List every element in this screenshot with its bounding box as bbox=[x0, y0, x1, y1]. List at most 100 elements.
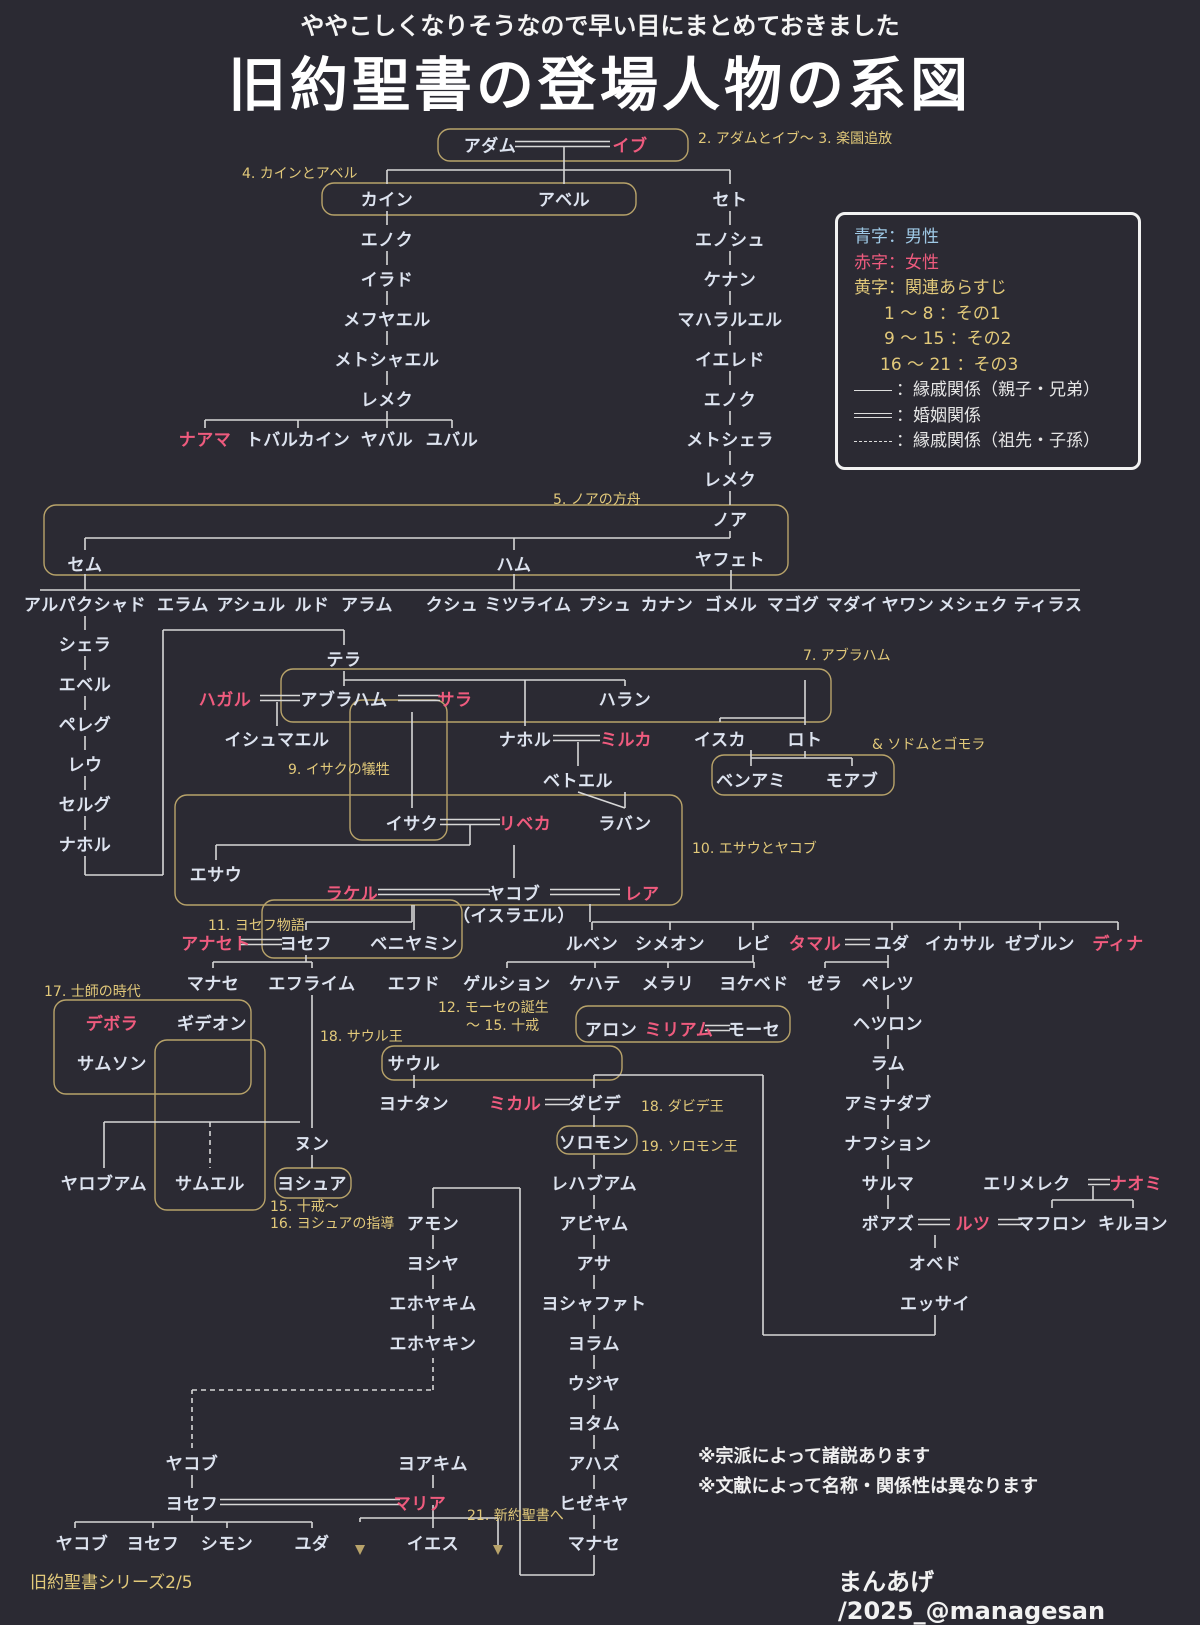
person-javan: ヤワン bbox=[881, 595, 935, 616]
kin-line bbox=[577, 791, 626, 809]
person-jochebed: ヨケベド bbox=[719, 974, 789, 995]
person-tubalcain: トバルカイン bbox=[245, 430, 351, 451]
person-joachim: ヨアキム bbox=[398, 1454, 468, 1475]
episode-box-noah bbox=[43, 504, 789, 576]
person-deborah: デボラ bbox=[85, 1014, 139, 1035]
person-lamech1: レメク bbox=[360, 390, 414, 411]
episode-label: 18. ダビデ王 bbox=[641, 1099, 724, 1115]
person-samuel: サムエル bbox=[175, 1174, 245, 1195]
person-zebulun: ゼブルン bbox=[1005, 934, 1075, 955]
person-lud: ルド bbox=[294, 595, 330, 616]
person-reu: レウ bbox=[67, 755, 103, 776]
episode-box-sodom bbox=[711, 754, 895, 796]
person-benjamin: ベニヤミン bbox=[370, 934, 458, 955]
person-haran: ハラン bbox=[598, 690, 652, 711]
person-magog: マゴグ bbox=[766, 595, 820, 616]
person-moab: モアブ bbox=[825, 771, 879, 792]
episode-box-adam-eve bbox=[437, 128, 689, 162]
episode-label: 12. モーセの誕生 bbox=[438, 1000, 549, 1016]
person-abraham: アブラハム bbox=[300, 690, 388, 711]
legend-female: 赤字：女性 bbox=[854, 252, 939, 273]
person-perez: ペレツ bbox=[861, 974, 915, 995]
episode-box-esau-jacob bbox=[174, 794, 683, 906]
person-kenan: ケナン bbox=[703, 270, 757, 291]
note-sources: ※文献によって名称・関係性は異なります bbox=[698, 1476, 1039, 1497]
person-jared: イエレド bbox=[695, 350, 765, 371]
person-peleg: ペレグ bbox=[58, 715, 112, 736]
person-joseph2: ヨセフ bbox=[165, 1494, 219, 1515]
person-jehoiachin: エホヤキン bbox=[389, 1334, 477, 1355]
episode-box-solomon bbox=[556, 1125, 638, 1155]
episode-box-cain-abel bbox=[321, 182, 637, 216]
person-jacob: ヤコブ bbox=[487, 884, 541, 905]
episode-box-joshua bbox=[274, 1167, 352, 1199]
person-simon: シモン bbox=[200, 1534, 254, 1555]
person-gomer: ゴメル bbox=[704, 595, 758, 616]
legend-part2: 9 ～ 15 ：その2 bbox=[884, 329, 1012, 349]
person-japheth: ヤフェト bbox=[695, 550, 765, 571]
episode-label: 17. 士師の時代 bbox=[44, 984, 141, 1000]
person-iscah: イスカ bbox=[694, 730, 746, 751]
episode-box-judges bbox=[53, 999, 252, 1095]
person-hezron: ヘツロン bbox=[853, 1014, 923, 1035]
legend-synopsis: 黄字：関連あらすじ bbox=[854, 278, 1007, 298]
person-elam: エラム bbox=[157, 595, 209, 616]
arrow-icon bbox=[493, 1545, 503, 1555]
episode-label: ～ 15. 十戒 bbox=[466, 1018, 540, 1034]
person-asa: アサ bbox=[576, 1254, 612, 1275]
episode-label: 11. ヨセフ物語 bbox=[208, 918, 305, 934]
person-milcah: ミルカ bbox=[600, 730, 652, 751]
person-tamar: タマル bbox=[788, 934, 842, 955]
person-ephraim: エフライム bbox=[268, 974, 356, 995]
person-joram: ヨラム bbox=[568, 1334, 620, 1355]
person-judah: ユダ bbox=[874, 934, 910, 955]
person-jehoshaphat: ヨシャファト bbox=[541, 1294, 647, 1315]
person-irad: イラド bbox=[360, 270, 414, 291]
person-joseph: ヨセフ bbox=[279, 934, 333, 955]
episode-box-saul bbox=[381, 1045, 623, 1081]
person-nahor2: ナホル bbox=[498, 730, 552, 751]
episode-label: 7. アブラハム bbox=[803, 648, 891, 664]
person-naomi: ナオミ bbox=[1109, 1174, 1163, 1195]
person-jesse: エッサイ bbox=[900, 1294, 970, 1315]
person-ahaz: アハズ bbox=[568, 1454, 620, 1475]
episode-label: & ソドムとゴモラ bbox=[872, 737, 986, 753]
person-judas: ユダ bbox=[294, 1534, 330, 1555]
person-samson: サムソン bbox=[77, 1054, 147, 1075]
person-chilion: キルヨン bbox=[1098, 1214, 1168, 1235]
person-uzziah: ウジヤ bbox=[567, 1374, 621, 1395]
person-solomon: ソロモン bbox=[559, 1133, 629, 1154]
person-jehoiakim: エホヤキム bbox=[389, 1294, 477, 1315]
person-lamech2: レメク bbox=[703, 470, 757, 491]
person-adam: アダム bbox=[463, 136, 517, 157]
person-jabal: ヤバル bbox=[360, 430, 414, 451]
person-terah: テラ bbox=[326, 650, 362, 671]
episode-label: 4. カインとアベル bbox=[242, 166, 358, 182]
person-eve: イブ bbox=[612, 136, 648, 157]
person-manasseh1: マナセ bbox=[186, 974, 240, 995]
person-benammi: ベンアミ bbox=[716, 771, 786, 792]
person-aram: アラム bbox=[341, 595, 393, 616]
person-dinah: ディナ bbox=[1092, 934, 1144, 955]
person-enosh: エノシュ bbox=[695, 230, 765, 251]
person-manasseh2: マナセ bbox=[567, 1534, 621, 1555]
person-zerah: ゼラ bbox=[807, 974, 843, 995]
person-levi: レビ bbox=[735, 934, 771, 955]
person-ram: ラム bbox=[870, 1054, 906, 1075]
person-gideon: ギデオン bbox=[177, 1014, 247, 1035]
episode-box-moses bbox=[575, 1005, 791, 1043]
person-reuben: ルベン bbox=[565, 934, 619, 955]
series-label: 旧約聖書シリーズ2/5 bbox=[30, 1573, 193, 1593]
person-merari: メラリ bbox=[641, 974, 695, 995]
person-put: プシュ bbox=[578, 595, 632, 616]
person-bethuel: ベトエル bbox=[543, 771, 613, 792]
page-title: 旧約聖書の登場人物の系図 bbox=[227, 51, 972, 119]
person-kohath: ケハテ bbox=[569, 974, 621, 995]
person-mary: マリア bbox=[393, 1494, 447, 1515]
person-serug: セルグ bbox=[58, 795, 112, 816]
arrow-icon bbox=[355, 1545, 365, 1555]
legend-marriage-line: ：婚姻関係 bbox=[854, 404, 1122, 430]
person-amminadab: アミナダブ bbox=[844, 1094, 932, 1115]
person-ishmael: イシュマエル bbox=[224, 730, 330, 751]
person-leah: レア bbox=[624, 884, 660, 905]
